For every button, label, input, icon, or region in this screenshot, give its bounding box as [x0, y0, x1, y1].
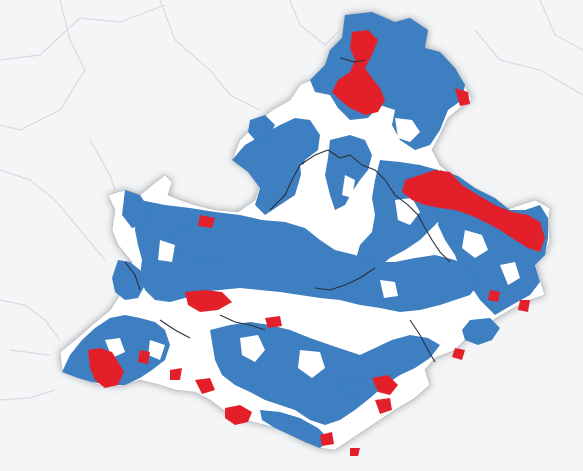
- white-area-2: [300, 162, 322, 190]
- internal-border-3: [269, 164, 301, 211]
- white-area-12: [148, 340, 165, 360]
- red-zone-south-coast: [372, 375, 398, 395]
- red-zone-coast-3: [138, 350, 150, 364]
- white-area-4: [395, 198, 420, 225]
- blue-zone-south-islet: [336, 375, 365, 400]
- internal-borders: [124, 57, 451, 363]
- red-zone-coast-2: [195, 378, 215, 394]
- neighbor-boundary-1: [0, 4, 166, 61]
- internal-border-5: [219, 314, 266, 331]
- white-area-3: [342, 175, 355, 198]
- red-zone-coast-6: [518, 300, 530, 312]
- red-zone-south: [225, 405, 252, 425]
- internal-border-6: [409, 319, 436, 363]
- neighbor-boundary-5: [0, 169, 106, 261]
- neighbor-boundary-8: [539, 0, 583, 51]
- internal-border-4: [314, 267, 376, 291]
- white-area-10: [105, 338, 125, 358]
- red-zone-southwest: [88, 348, 124, 388]
- white-area-11: [500, 262, 520, 285]
- blue-zone-southeast: [462, 318, 500, 345]
- red-zone-coast-9: [320, 432, 334, 446]
- white-area-7: [298, 350, 325, 378]
- internal-border-9: [159, 319, 191, 339]
- red-zone-coast-10: [350, 448, 360, 456]
- neighbor-boundary-11: [89, 139, 116, 191]
- red-zone-north-patch: [198, 215, 215, 228]
- neighbor-boundary-4: [289, 0, 341, 46]
- red-zone-coast-1: [375, 398, 392, 414]
- internal-border-2: [384, 179, 451, 263]
- neighbor-boundary-9: [0, 389, 56, 401]
- white-area-1: [395, 118, 420, 142]
- blue-zone-west-lower: [112, 260, 145, 300]
- white-area-8: [158, 240, 175, 262]
- neighbor-boundaries: [0, 0, 583, 401]
- red-zones: [88, 30, 545, 456]
- red-zone-coast-5: [452, 348, 465, 360]
- neighbor-boundary-10: [9, 349, 51, 356]
- red-zone-coast-4: [488, 290, 500, 302]
- internal-border-8: [124, 261, 141, 291]
- white-areas: [105, 118, 520, 378]
- red-zone-coast-8: [170, 368, 182, 380]
- blue-zone-north: [310, 12, 465, 150]
- red-zone-coast-7: [265, 316, 282, 328]
- red-zone-central: [185, 290, 232, 312]
- neighbor-boundary-7: [474, 29, 583, 96]
- internal-border-7: [339, 57, 366, 63]
- white-area-5: [462, 230, 488, 258]
- blue-zone-northwest-islet: [248, 115, 275, 140]
- blue-zone-north-central: [325, 135, 372, 210]
- neighbor-boundary-2: [0, 0, 86, 131]
- blue-zone-far-west: [122, 190, 150, 228]
- blue-zone-south: [260, 410, 330, 448]
- red-zone-north-tip: [455, 88, 470, 106]
- neighbor-boundary-6: [0, 299, 61, 341]
- white-area-6: [240, 335, 265, 362]
- neighbor-boundary-3: [159, 0, 261, 111]
- white-area-9: [380, 280, 398, 298]
- red-zone-north: [332, 30, 385, 115]
- red-zone-east-corridor: [402, 170, 545, 252]
- internal-border-1: [299, 149, 386, 181]
- blue-zone-northwest: [232, 118, 320, 215]
- blue-zone-west-upper: [172, 225, 225, 262]
- blue-zone-south-central: [210, 322, 440, 425]
